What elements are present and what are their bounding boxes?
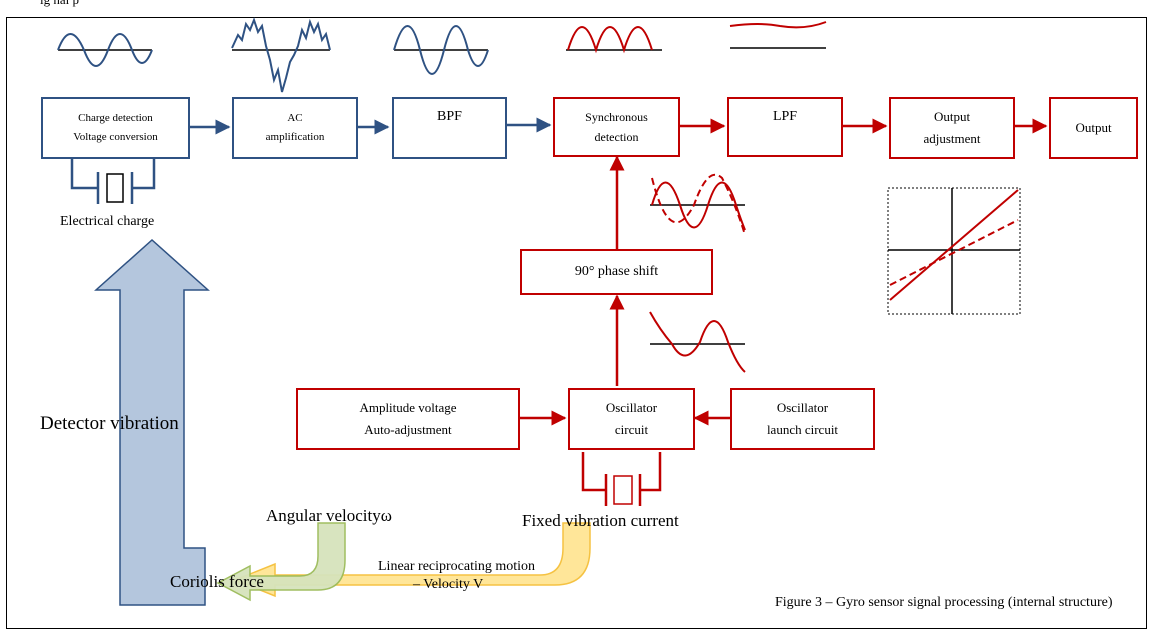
charge-detection-line2: Voltage conversion <box>73 131 158 143</box>
oscillator-launch-block: Oscillator launch circuit <box>730 388 875 450</box>
phase-shift-label: 90° phase shift <box>574 264 659 280</box>
ac-amplification-line1: AC <box>287 112 303 125</box>
ac-amplification-line2: amplification <box>265 131 325 143</box>
oscillator-launch-line1: Oscillator <box>776 399 829 415</box>
oscillator-circuit-line1: Oscillator <box>605 399 658 415</box>
quadrature-wave-icon <box>650 173 746 236</box>
charge-detection-line1: Charge detection <box>78 112 153 125</box>
drive-vibrator-icon <box>581 452 662 506</box>
electrical-charge-label: Electrical charge <box>60 214 155 229</box>
velocity-label: – Velocity V <box>413 577 484 592</box>
figure-frame <box>6 17 1147 629</box>
sine-wave-icon-2 <box>393 25 489 75</box>
output-adjustment-line2: adjustment <box>923 131 981 146</box>
output-label: Output <box>1075 119 1112 135</box>
lpf-label: LPF <box>772 109 798 124</box>
lpf-block: LPF <box>727 97 843 157</box>
output-adjustment-line1: Output <box>933 108 971 124</box>
oscillator-circuit-line2: circuit <box>614 422 649 437</box>
synchronous-detection-block: Synchronous detection <box>553 97 680 157</box>
oscillator-launch-line2: launch circuit <box>766 422 839 437</box>
output-block: Output <box>1049 97 1138 159</box>
angular-velocity-label: Angular velocityω <box>266 506 392 525</box>
output-adjustment-block: Output adjustment <box>889 97 1015 159</box>
drive-wave-icon <box>649 311 746 373</box>
amplitude-voltage-line1: Amplitude voltage <box>359 399 457 415</box>
bpf-label: BPF <box>437 109 462 124</box>
fixed-vibration-current-label: Fixed vibration current <box>522 511 679 530</box>
rectified-wave-icon <box>566 26 662 54</box>
angular-velocity-arrow <box>216 522 346 602</box>
dc-level-icon <box>729 21 827 49</box>
synchronous-detection-line2: detection <box>594 130 639 144</box>
figure-caption: Figure 3 – Gyro sensor signal processing… <box>775 595 1113 610</box>
synchronous-detection-line1: Synchronous <box>585 109 648 124</box>
phase-shift-block: 90° phase shift <box>520 249 713 295</box>
ac-amplification-block: AC amplification <box>232 97 358 159</box>
charge-detection-block: Charge detection Voltage conversion <box>41 97 190 159</box>
detector-vibration-arrow <box>94 238 210 606</box>
noisy-wave-icon <box>231 17 331 93</box>
amplitude-voltage-block: Amplitude voltage Auto-adjustment <box>296 388 520 450</box>
output-characteristic-plot <box>887 187 1021 315</box>
linear-motion-label: Linear reciprocating motion <box>378 559 536 574</box>
detection-vibrator-icon <box>70 150 156 204</box>
bpf-block: BPF <box>392 97 507 159</box>
detector-vibration-label: Detector vibration <box>40 413 179 434</box>
header-text-fragment: ig nal p <box>40 0 79 8</box>
amplitude-voltage-line2: Auto-adjustment <box>364 422 452 437</box>
sine-wave-icon-1 <box>57 33 153 67</box>
coriolis-force-label: Coriolis force <box>170 572 264 591</box>
oscillator-circuit-block: Oscillator circuit <box>568 388 695 450</box>
